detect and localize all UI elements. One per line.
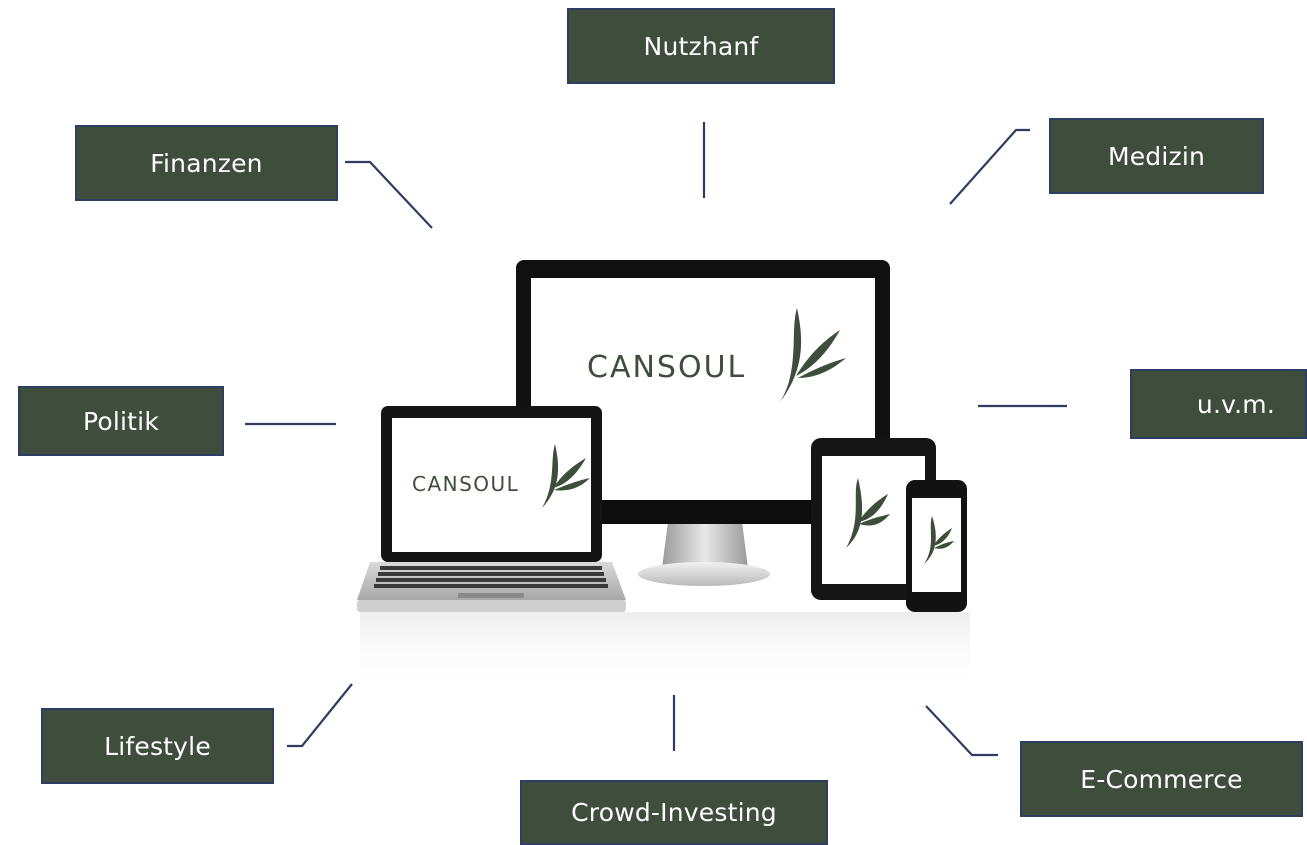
topic-uvm: u.v.m. <box>1130 369 1307 439</box>
laptop <box>357 406 626 612</box>
connector-e-commerce <box>925 705 998 757</box>
topic-e-commerce: E-Commerce <box>1020 741 1303 817</box>
topic-medizin: Medizin <box>1049 118 1264 194</box>
topic-lifestyle: Lifestyle <box>41 708 274 784</box>
phone-leaf-icon <box>924 516 954 564</box>
laptop-cansoul-logo: CANSOUL <box>412 444 590 508</box>
connector-medizin <box>949 128 1030 205</box>
topic-nutzhanf: Nutzhanf <box>567 8 835 84</box>
monitor-leaf-icon <box>780 308 846 402</box>
monitor-stand <box>638 522 770 586</box>
topic-finanzen: Finanzen <box>75 125 338 201</box>
laptop-logo-text: CANSOUL <box>412 472 519 496</box>
connector-finanzen <box>345 160 433 229</box>
laptop-leaf-icon <box>542 444 590 508</box>
connector-lifestyle <box>287 683 353 748</box>
topic-crowd-investing: Crowd-Investing <box>520 780 828 845</box>
monitor-cansoul-logo: CANSOUL <box>587 308 846 402</box>
monitor-logo-text: CANSOUL <box>587 350 746 385</box>
smartphone <box>906 480 967 612</box>
topic-politik: Politik <box>18 386 224 456</box>
tablet-leaf-icon <box>846 478 890 548</box>
